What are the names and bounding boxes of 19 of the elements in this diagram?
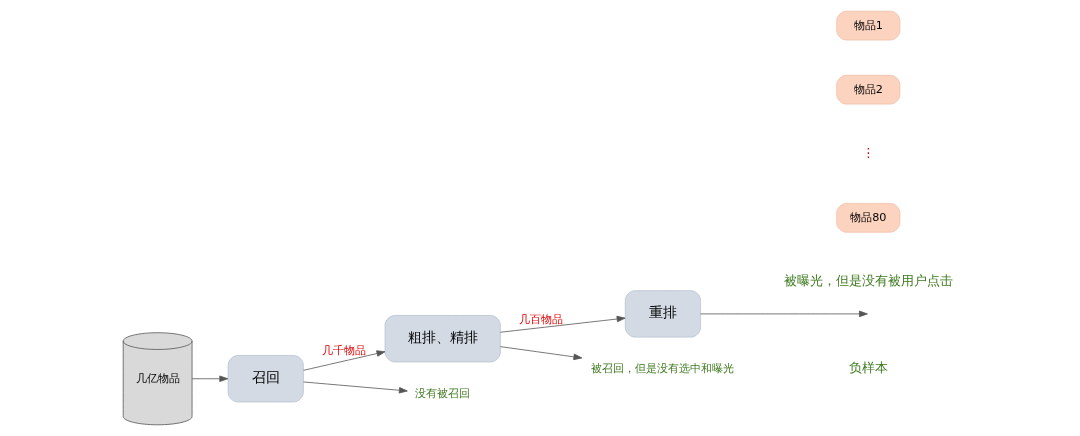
arrow bbox=[303, 381, 408, 394]
edge-label: 几百物品 bbox=[519, 312, 564, 326]
node-box: 物品2 bbox=[836, 74, 901, 105]
arrow bbox=[191, 375, 229, 382]
node-text: 被召回，但是没有选中和曝光 bbox=[591, 362, 735, 376]
label: 被曝光，但是没有被用户点击 bbox=[783, 272, 953, 288]
node-box: 重排 bbox=[624, 290, 701, 338]
arrow bbox=[700, 310, 868, 318]
node-box: 召回 bbox=[227, 355, 304, 403]
arrow bbox=[499, 346, 583, 361]
node-box: 物品80 bbox=[836, 203, 901, 233]
node-text: 没有被召回 bbox=[415, 386, 471, 400]
node-box: 粗排、精排 bbox=[384, 315, 501, 363]
label: ⋮ bbox=[861, 144, 875, 160]
node-box: 物品1 bbox=[836, 10, 901, 41]
arrow bbox=[499, 315, 626, 333]
edge-label: 几千物品 bbox=[322, 344, 367, 358]
label: 负样本 bbox=[848, 360, 888, 376]
arrow bbox=[303, 350, 386, 371]
